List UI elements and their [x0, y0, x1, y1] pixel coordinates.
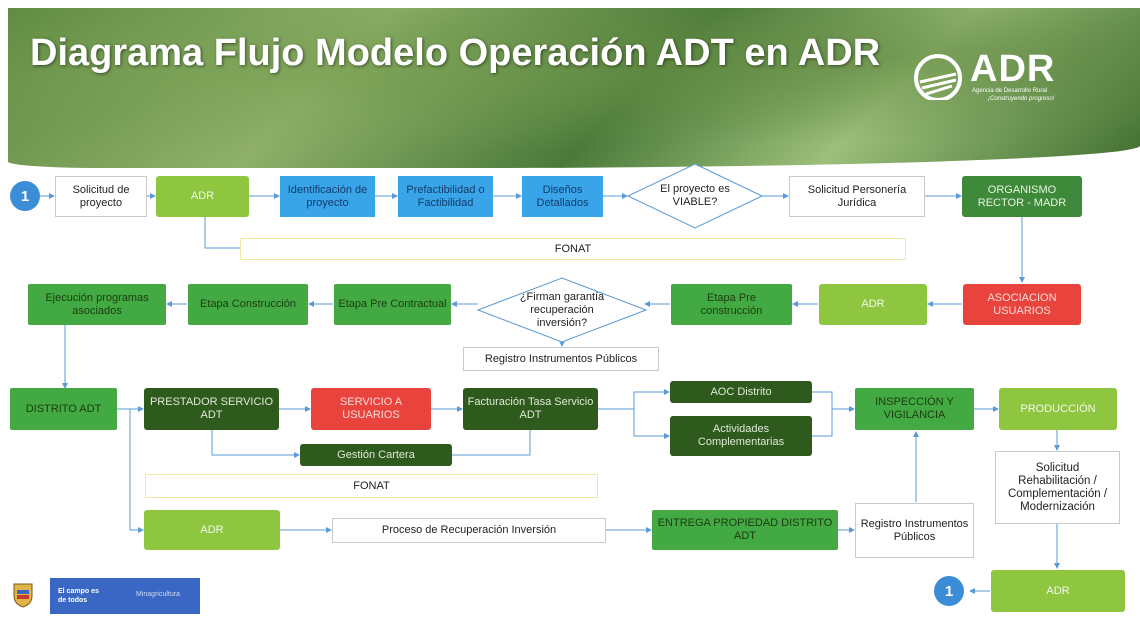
actividades-node: Actividades Complementarias: [670, 416, 812, 456]
distrito-node: DISTRITO ADT: [10, 388, 117, 430]
logo-text: ADR: [970, 48, 1056, 90]
adr-node-3: ADR: [144, 510, 280, 550]
registro-node-2: Registro Instrumentos Públicos: [855, 503, 974, 558]
garantia-decision-diamond: [476, 277, 648, 343]
ejecucion-node: Ejecución programas asociados: [28, 284, 166, 325]
minagricultura-band: El campo es de todos Minagricultura: [50, 578, 200, 614]
end-connector: 1: [934, 576, 964, 606]
logo-slogan: ¡Construyendo progreso!: [988, 96, 1055, 102]
fonat-bar-2: FONAT: [145, 474, 598, 498]
adr-logo-icon: [914, 54, 962, 100]
prefactibilidad-node: Prefactibilidad o Factibilidad: [398, 176, 493, 217]
solicitud-proyecto-node: Solicitud de proyecto: [55, 176, 147, 217]
inspeccion-node: INSPECCIÓN Y VIGILANCIA: [855, 388, 974, 430]
viable-decision-diamond: [626, 163, 764, 229]
personeria-node: Solicitud Personería Jurídica: [789, 176, 925, 217]
adr-node-2: ADR: [819, 284, 927, 325]
start-connector: 1: [10, 181, 40, 211]
colombia-shield-icon: [13, 583, 33, 608]
fonat-bar-1: FONAT: [240, 238, 906, 260]
ministerio-text: Minagricultura: [136, 591, 180, 598]
pre-construccion-node: Etapa Pre construcción: [671, 284, 792, 325]
registro-node-1: Registro Instrumentos Públicos: [463, 347, 659, 371]
adr-node-4: ADR: [991, 570, 1125, 612]
organismo-node: ORGANISMO RECTOR - MADR: [962, 176, 1082, 217]
asociacion-node: ASOCIACION USUARIOS: [963, 284, 1081, 325]
gov-footer-logo: El campo es de todos Minagricultura: [8, 578, 200, 614]
aoc-node: AOC Distrito: [670, 381, 812, 403]
header-banner: [8, 8, 1140, 168]
campo-text: El campo es de todos: [58, 588, 99, 604]
adr-logo: ADR Agencia de Desarrollo Rural ¡Constru…: [912, 48, 1082, 108]
page-title: Diagrama Flujo Modelo Operación ADT en A…: [30, 32, 881, 74]
entrega-node: ENTREGA PROPIEDAD DISTRITO ADT: [652, 510, 838, 550]
garantia-question: ¿Firman garantía recuperación inversión?: [519, 290, 605, 329]
disenos-node: Diseños Detallados: [522, 176, 603, 217]
servicio-node: SERVICIO A USUARIOS: [311, 388, 431, 430]
pre-contractual-node: Etapa Pre Contractual: [334, 284, 451, 325]
identificacion-node: Identificación de proyecto: [280, 176, 375, 217]
recuperacion-node: Proceso de Recuperación Inversión: [332, 518, 606, 543]
gestion-cartera-node: Gestión Cartera: [300, 444, 452, 466]
viable-question: El proyecto es VIABLE?: [660, 183, 730, 208]
construccion-node: Etapa Construcción: [188, 284, 308, 325]
logo-subtitle: Agencia de Desarrollo Rural: [972, 88, 1048, 94]
adr-node-1: ADR: [156, 176, 249, 217]
solicitud-rehabilitacion-node: Solicitud Rehabilitación / Complementaci…: [995, 451, 1120, 524]
prestador-node: PRESTADOR SERVICIO ADT: [144, 388, 279, 430]
produccion-node: PRODUCCIÓN: [999, 388, 1117, 430]
facturacion-node: Facturación Tasa Servicio ADT: [463, 388, 598, 430]
